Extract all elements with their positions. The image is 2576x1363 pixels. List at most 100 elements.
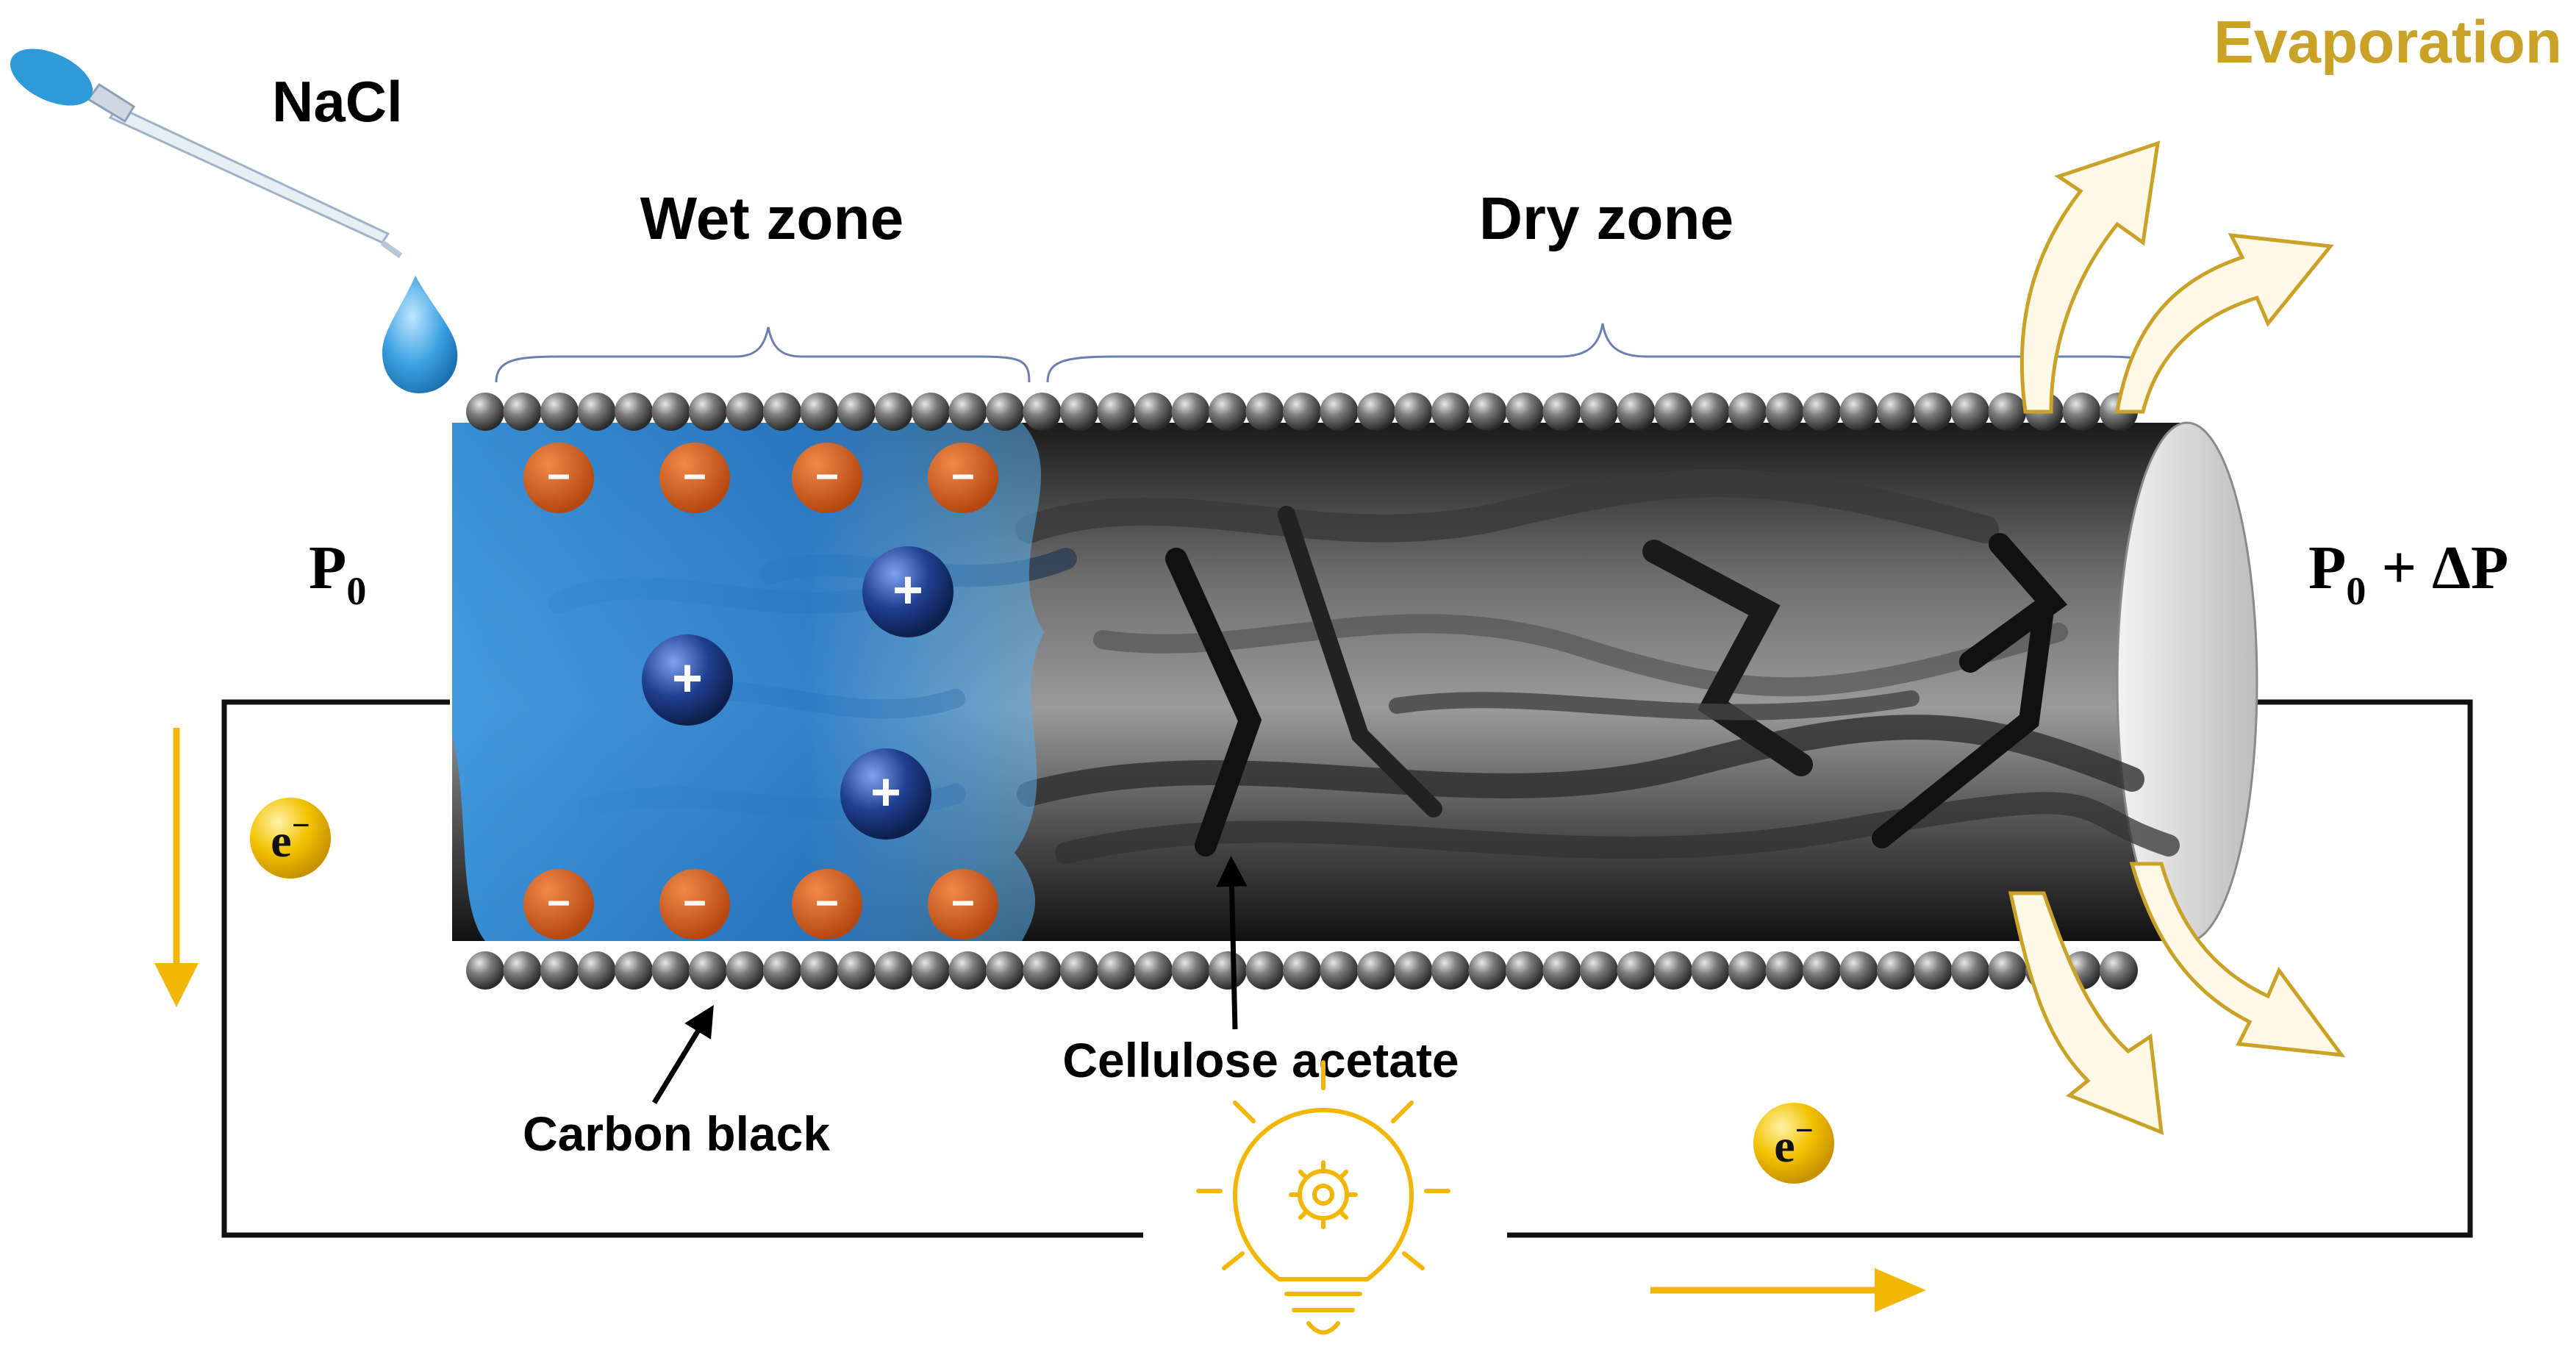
carbon-black-bead xyxy=(986,951,1024,990)
wet-zone-brace xyxy=(495,326,1031,383)
svg-text:−: − xyxy=(815,880,839,926)
carbon-black-bead xyxy=(874,951,913,990)
evaporation-label: Evaporation xyxy=(2214,9,2562,76)
negative-ion: − xyxy=(523,443,594,513)
svg-text:+: + xyxy=(870,763,901,822)
carbon-black-bead xyxy=(1803,951,1841,990)
current-arrow-down xyxy=(154,728,198,1007)
carbon-black-bead xyxy=(1097,951,1136,990)
carbon-black-bead xyxy=(1580,393,1618,431)
carbon-black-bead xyxy=(1951,951,1989,990)
wet-zone-label: Wet zone xyxy=(640,185,904,252)
carbon-black-bead xyxy=(1542,393,1581,431)
carbon-black-bead xyxy=(540,951,579,990)
svg-text:e−: e− xyxy=(271,807,310,867)
carbon-black-bead xyxy=(503,393,542,431)
electron-right: e− xyxy=(1753,1103,1834,1184)
carbon-black-bead xyxy=(1654,951,1692,990)
carbon-black-bead xyxy=(466,951,504,990)
carbon-black-bead xyxy=(726,951,765,990)
carbon-black-bead xyxy=(1134,951,1173,990)
carbon-black-bead xyxy=(689,951,727,990)
carbon-black-bead xyxy=(1765,393,1804,431)
carbon-black-bead xyxy=(1023,393,1062,431)
carbon-black-bead xyxy=(1394,951,1433,990)
svg-text:−: − xyxy=(547,454,570,499)
cellulose-acetate-label: Cellulose acetate xyxy=(1062,1033,1459,1087)
carbon-black-bead xyxy=(1394,393,1433,431)
electron-left: e− xyxy=(250,798,331,879)
carbon-black-bead xyxy=(1914,393,1953,431)
cellulose-acetate-pointer xyxy=(1216,856,1248,1030)
carbon-black-bead xyxy=(1209,951,1247,990)
carbon-black-beads-bottom xyxy=(466,951,2138,990)
carbon-black-bead xyxy=(1431,393,1470,431)
negative-ion: − xyxy=(792,443,862,513)
carbon-black-bead xyxy=(763,951,801,990)
svg-text:+: + xyxy=(892,561,923,620)
carbon-black-bead xyxy=(874,393,913,431)
carbon-black-bead xyxy=(577,951,616,990)
pipette-icon xyxy=(10,49,403,259)
carbon-black-bead xyxy=(1320,951,1359,990)
carbon-black-bead xyxy=(1245,393,1284,431)
negative-ion: − xyxy=(928,443,998,513)
carbon-black-bead xyxy=(1357,951,1395,990)
carbon-black-bead xyxy=(1171,951,1210,990)
carbon-black-bead xyxy=(1023,951,1062,990)
carbon-black-label: Carbon black xyxy=(523,1106,830,1161)
carbon-black-bead xyxy=(1617,951,1656,990)
carbon-black-bead xyxy=(1803,393,1841,431)
pressure-right-label: P0 + ΔP xyxy=(2308,534,2508,613)
carbon-black-bead xyxy=(1542,951,1581,990)
carbon-black-bead xyxy=(1914,951,1953,990)
carbon-black-bead xyxy=(1060,951,1098,990)
positive-ions: + + + xyxy=(642,546,954,840)
carbon-black-bead xyxy=(948,393,987,431)
carbon-black-bead xyxy=(763,393,801,431)
carbon-black-bead xyxy=(1765,951,1804,990)
carbon-black-bead xyxy=(1877,393,1915,431)
carbon-black-bead xyxy=(1468,951,1507,990)
dry-zone-label: Dry zone xyxy=(1479,185,1734,252)
carbon-black-bead xyxy=(837,393,876,431)
carbon-black-bead xyxy=(1320,393,1359,431)
carbon-black-bead xyxy=(651,951,690,990)
carbon-black-bead xyxy=(1060,393,1098,431)
carbon-black-bead xyxy=(1877,951,1915,990)
carbon-black-bead xyxy=(1209,393,1247,431)
carbon-black-bead xyxy=(2100,951,2138,990)
negative-ion: − xyxy=(659,443,730,513)
evaporation-arrows xyxy=(2008,140,2346,1135)
negative-ion: − xyxy=(792,869,862,940)
carbon-black-bead xyxy=(726,393,765,431)
svg-text:−: − xyxy=(683,880,706,926)
carbon-black-bead xyxy=(800,951,839,990)
carbon-black-bead xyxy=(912,393,950,431)
carbon-black-bead xyxy=(1283,951,1321,990)
svg-text:+: + xyxy=(672,649,703,708)
carbon-black-bead xyxy=(948,951,987,990)
carbon-black-bead xyxy=(1951,393,1989,431)
carbon-black-bead xyxy=(615,393,653,431)
carbon-black-bead xyxy=(1839,393,1878,431)
negative-ions: −−−−−−−− xyxy=(523,443,998,940)
carbon-black-bead xyxy=(1728,393,1767,431)
nacl-label: NaCl xyxy=(272,69,403,134)
svg-text:−: − xyxy=(951,880,975,926)
carbon-black-bead xyxy=(1245,951,1284,990)
carbon-black-bead xyxy=(1431,951,1470,990)
carbon-black-bead xyxy=(577,393,616,431)
carbon-black-bead xyxy=(1839,951,1878,990)
negative-ion: − xyxy=(928,869,998,940)
carbon-black-bead xyxy=(1097,393,1136,431)
water-drop-icon xyxy=(382,276,458,393)
carbon-black-bead xyxy=(2062,393,2101,431)
negative-ion: − xyxy=(523,869,594,940)
lightbulb-gear-icon xyxy=(1196,1060,1450,1335)
carbon-black-bead xyxy=(689,393,727,431)
carbon-black-bead xyxy=(1728,951,1767,990)
carbon-black-bead xyxy=(1691,393,1730,431)
carbon-black-bead xyxy=(1580,951,1618,990)
